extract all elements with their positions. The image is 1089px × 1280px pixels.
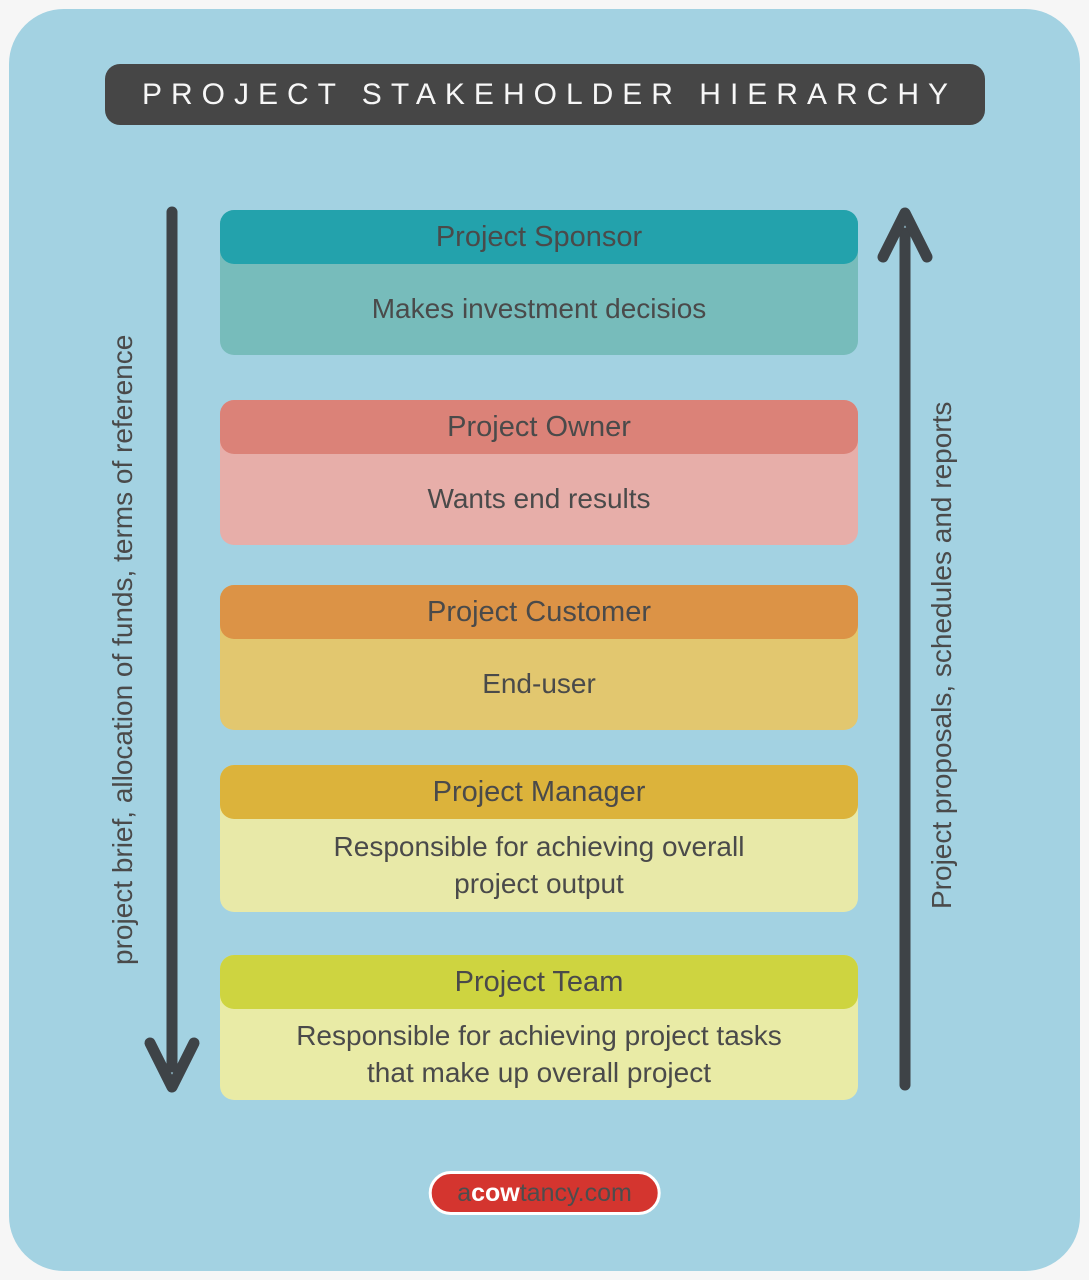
page-title: PROJECT STAKEHOLDER HIERARCHY [142, 77, 957, 111]
level-header: Project Customer [220, 585, 858, 639]
level-header: Project Sponsor [220, 210, 858, 264]
level-project-manager: Project Manager Responsible for achievin… [220, 765, 858, 912]
level-description: Makes investment decisios [371, 293, 707, 325]
level-header: Project Manager [220, 765, 858, 819]
level-project-customer: Project Customer End-user [220, 585, 858, 730]
logo-bold: cow [471, 1178, 520, 1207]
level-name: Project Sponsor [435, 220, 643, 253]
title-bar: PROJECT STAKEHOLDER HIERARCHY [105, 64, 985, 125]
level-name: Project Manager [432, 775, 646, 808]
level-description: End-user [482, 668, 596, 700]
level-header: Project Team [220, 955, 858, 1009]
level-name: Project Owner [447, 410, 631, 443]
level-project-owner: Project Owner Wants end results [220, 400, 858, 545]
level-description: Responsible for achieving project tasks … [296, 1020, 782, 1088]
level-description: Wants end results [427, 483, 651, 515]
level-project-sponsor: Project Sponsor Makes investment decisio… [220, 210, 858, 355]
level-description: Responsible for achieving overall projec… [333, 831, 745, 899]
upward-arrow [877, 207, 933, 1091]
level-project-team: Project Team Responsible for achieving p… [220, 955, 858, 1100]
left-arrow-label: project brief, allocation of funds, term… [107, 334, 138, 966]
logo-suffix: tancy.com [519, 1178, 632, 1207]
level-header: Project Owner [220, 400, 858, 454]
level-name: Project Team [454, 965, 624, 998]
downward-arrow [144, 206, 200, 1093]
logo-prefix: a [457, 1178, 472, 1207]
right-arrow-label: Project proposals, schedules and reports [926, 401, 957, 909]
level-name: Project Customer [426, 595, 651, 628]
